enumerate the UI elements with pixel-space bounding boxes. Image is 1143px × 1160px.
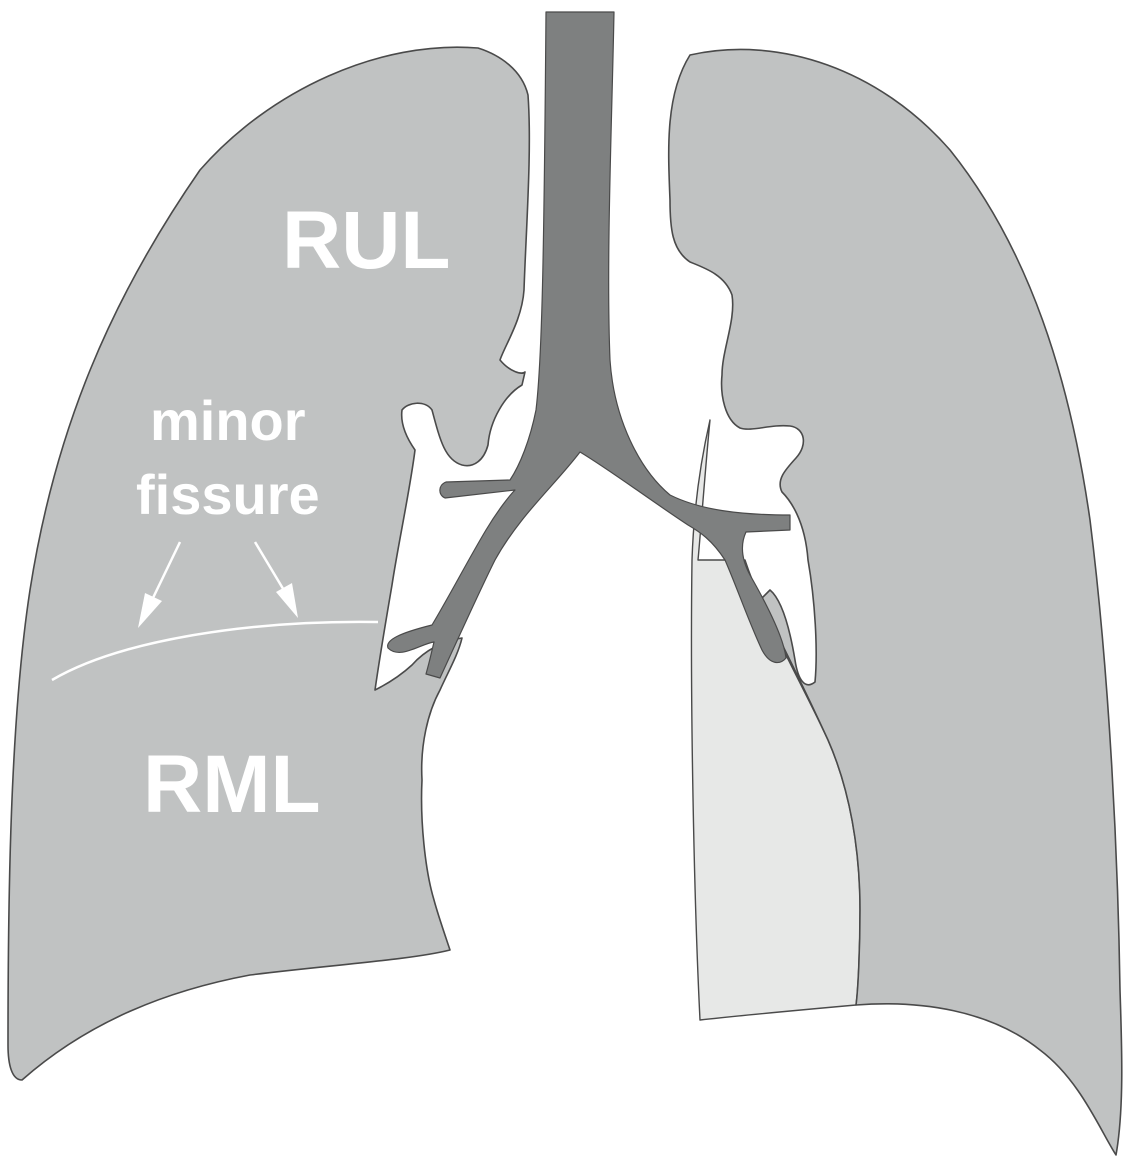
minor-fissure-label-line1: minor <box>150 389 306 452</box>
minor-fissure-label-line2: fissure <box>136 463 320 526</box>
rul-label: RUL <box>282 195 451 286</box>
rml-label: RML <box>143 739 321 830</box>
